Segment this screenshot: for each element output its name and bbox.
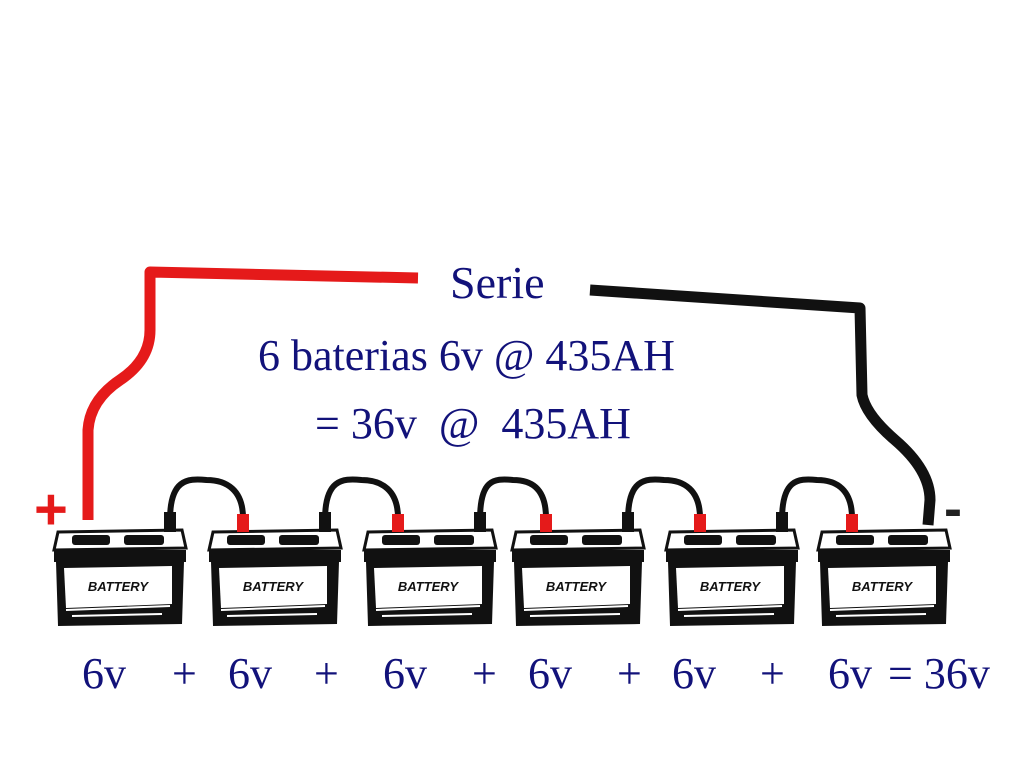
jumper-cable (625, 476, 703, 521)
positive-main-cable (82, 266, 419, 520)
battery-cap (124, 535, 164, 545)
battery-label: BATTERY (398, 579, 460, 594)
battery-band (54, 550, 186, 562)
battery: BATTERY (207, 512, 343, 626)
battery: BATTERY (816, 514, 952, 626)
battery-cap (530, 535, 568, 545)
battery-voltage-4: 6v (528, 649, 572, 698)
battery: BATTERY (362, 512, 498, 626)
positive-terminal-clamp (540, 514, 552, 532)
total-voltage-result: = 36v (888, 649, 990, 698)
battery-stripe (220, 605, 326, 611)
jumper-cable (477, 476, 549, 521)
battery-cap (382, 535, 420, 545)
battery-label-panel (219, 566, 327, 608)
battery-label: BATTERY (700, 579, 762, 594)
battery-stripe (71, 613, 163, 617)
positive-terminal-clamp (694, 514, 706, 532)
battery-stripe (677, 605, 783, 611)
battery-label: BATTERY (243, 579, 305, 594)
battery-band (209, 550, 341, 562)
battery-cap (279, 535, 319, 545)
battery-label: BATTERY (852, 579, 914, 594)
battery-voltage-1: 6v (82, 649, 126, 698)
negative-terminal-clamp (164, 512, 176, 532)
positive-terminal-clamp (846, 514, 858, 532)
positive-terminal-clamp (392, 514, 404, 532)
plus-operator-2: + (314, 649, 339, 698)
battery-band (666, 550, 798, 562)
plus-operator-4: + (617, 649, 642, 698)
battery-stripe (381, 613, 473, 617)
battery-band (512, 550, 644, 562)
jumper-cable (167, 476, 246, 521)
battery-band (364, 550, 496, 562)
battery-cap (836, 535, 874, 545)
battery-stripe (375, 605, 481, 611)
battery: BATTERY (52, 512, 188, 626)
battery-cap (736, 535, 776, 545)
jumper-cable (779, 476, 855, 521)
jumper-cable (322, 476, 401, 521)
battery-stripe (226, 613, 318, 617)
negative-terminal-clamp (474, 512, 486, 532)
battery-label-panel (676, 566, 784, 608)
battery-label-panel (374, 566, 482, 608)
negative-terminal-sign: - (944, 479, 962, 539)
battery-stripe (835, 613, 927, 617)
battery-voltage-6: 6v (828, 649, 872, 698)
negative-terminal-clamp (776, 512, 788, 532)
battery-stripe (65, 605, 171, 611)
negative-terminal-clamp (319, 512, 331, 532)
plus-operator-5: + (760, 649, 785, 698)
positive-terminal-sign: + (34, 477, 68, 542)
battery-label-panel (522, 566, 630, 608)
battery-label-panel (64, 566, 172, 608)
battery-band (818, 550, 950, 562)
battery-stripe (529, 613, 621, 617)
battery-cap (684, 535, 722, 545)
battery-stripe (683, 613, 775, 617)
battery-label-panel (828, 566, 936, 608)
battery-cap (888, 535, 928, 545)
battery-cap (227, 535, 265, 545)
description-line-2: = 36v @ 435AH (315, 399, 631, 448)
battery-voltage-2: 6v (228, 649, 272, 698)
diagram-title: Serie (450, 257, 545, 308)
battery-cap (434, 535, 474, 545)
battery-label: BATTERY (546, 579, 608, 594)
battery-stripe (523, 605, 629, 611)
battery-stripe (829, 605, 935, 611)
battery-cap (582, 535, 622, 545)
positive-terminal-clamp (237, 514, 249, 532)
battery-cap (72, 535, 110, 545)
description-line-1: 6 baterias 6v @ 435AH (258, 331, 675, 380)
battery-voltage-3: 6v (383, 649, 427, 698)
negative-main-cable (589, 284, 936, 526)
battery: BATTERY (510, 512, 646, 626)
battery-voltage-5: 6v (672, 649, 716, 698)
plus-operator-1: + (172, 649, 197, 698)
battery: BATTERY (664, 512, 800, 626)
battery-label: BATTERY (88, 579, 150, 594)
negative-terminal-clamp (622, 512, 634, 532)
plus-operator-3: + (472, 649, 497, 698)
